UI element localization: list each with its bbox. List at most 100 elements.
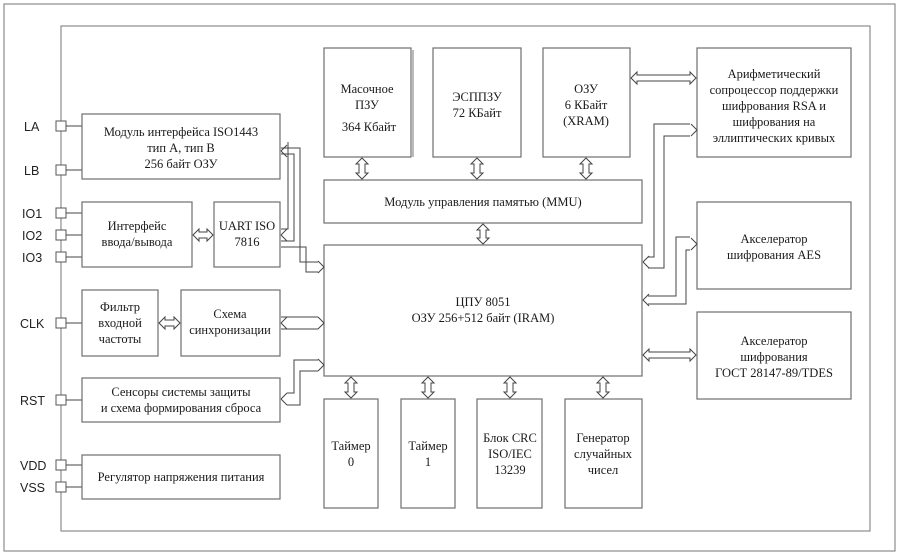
block-filter: Фильтр входной частоты xyxy=(81,289,159,357)
pin-pad-vss xyxy=(55,481,67,493)
pin-label-la: LA xyxy=(24,120,40,134)
pin-label-io2: IO2 xyxy=(22,229,42,243)
pin-pad-vdd xyxy=(55,459,67,471)
bus-eeprom-mmu xyxy=(469,157,485,180)
pin-pad-la xyxy=(55,120,67,132)
svg-text:Сенсоры системы защиты: Сенсоры системы защиты xyxy=(111,385,251,399)
svg-text:Регулятор напряжения питания: Регулятор напряжения питания xyxy=(98,470,265,484)
bus-xram-mmu xyxy=(578,157,594,180)
pin-pad-clk xyxy=(55,317,67,329)
bus-rom-mmu xyxy=(354,157,370,180)
svg-text:UART ISO: UART ISO xyxy=(219,219,275,233)
block-aes: Акселератор шифрования AES xyxy=(696,201,852,290)
block-cpu: ЦПУ 8051 ОЗУ 256+512 байт (IRAM) xyxy=(323,244,643,377)
svg-text:Модуль управления памятью (MMU: Модуль управления памятью (MMU) xyxy=(384,195,581,209)
svg-text:0: 0 xyxy=(348,455,354,469)
block-mmu: Модуль управления памятью (MMU) xyxy=(323,179,643,224)
pins: LA LB IO1 IO2 IO3 CLK xyxy=(20,120,82,495)
block-sensors: Сенсоры системы защиты и схема формирова… xyxy=(81,377,281,423)
svg-text:сопроцессор поддержки: сопроцессор поддержки xyxy=(710,83,839,97)
block-crc: Блок CRC ISO/IEC 13239 xyxy=(476,398,543,509)
svg-text:чисел: чисел xyxy=(588,463,618,477)
svg-text:Генератор: Генератор xyxy=(576,431,629,445)
pin-pad-io1 xyxy=(55,207,67,219)
block-io-interface: Интерфейс ввода/вывода xyxy=(81,201,193,268)
pin-pad-io2 xyxy=(55,229,67,241)
block-timer0: Таймер 0 xyxy=(323,398,379,509)
bus-xram-rsa xyxy=(630,70,697,86)
svg-text:ПЗУ: ПЗУ xyxy=(355,98,379,112)
pin-label-vdd: VDD xyxy=(20,459,46,473)
pin-rst: RST xyxy=(20,394,82,408)
block-eeprom: ЭСППЗУ 72 КБайт xyxy=(432,47,522,158)
pin-io2: IO2 xyxy=(22,229,82,243)
svg-text:синхронизации: синхронизации xyxy=(189,323,271,337)
bus-cpu-rng xyxy=(595,376,611,399)
arrowhead-iso1443 xyxy=(280,144,288,158)
bus-io-uart xyxy=(192,227,214,243)
svg-text:Акселератор: Акселератор xyxy=(740,232,807,246)
arrowhead-cpu-left1 xyxy=(317,260,325,274)
pin-pad-io3 xyxy=(55,251,67,263)
svg-text:Акселератор: Акселератор xyxy=(740,334,807,348)
svg-text:шифрования RSA и: шифрования RSA и xyxy=(722,99,826,113)
pin-vss: VSS xyxy=(20,481,82,495)
svg-text:Таймер: Таймер xyxy=(331,439,370,453)
block-mask-rom: Масочное ПЗУ 364 Кбайт xyxy=(323,47,414,158)
svg-text:частоты: частоты xyxy=(99,332,142,346)
pin-io3: IO3 xyxy=(22,251,82,265)
pin-lb: LB xyxy=(24,164,82,178)
svg-text:и схема формирования сброса: и схема формирования сброса xyxy=(101,401,262,415)
block-rsa-coprocessor: Арифметический сопроцессор поддержки шиф… xyxy=(696,47,852,158)
pin-label-io3: IO3 xyxy=(22,251,42,265)
pin-label-io1: IO1 xyxy=(22,207,42,221)
bus-arrows xyxy=(158,70,698,406)
bus-cpu-gost xyxy=(642,347,697,363)
pin-clk: CLK xyxy=(20,317,82,331)
svg-text:входной: входной xyxy=(98,316,142,330)
block-xram: ОЗУ 6 КБайт (XRAM) xyxy=(542,47,631,158)
svg-text:Масочное: Масочное xyxy=(340,82,394,96)
svg-text:ГОСТ 28147-89/TDES: ГОСТ 28147-89/TDES xyxy=(715,366,833,380)
svg-text:Модуль интерфейса ISO1443: Модуль интерфейса ISO1443 xyxy=(104,125,258,139)
svg-text:Арифметический: Арифметический xyxy=(728,67,821,81)
pin-io1: IO1 xyxy=(22,207,82,221)
svg-text:7816: 7816 xyxy=(235,235,260,249)
bus-cpu-timer1 xyxy=(420,376,436,399)
svg-text:шифрования AES: шифрования AES xyxy=(727,248,821,262)
svg-text:случайных: случайных xyxy=(574,447,633,461)
block-regulator: Регулятор напряжения питания xyxy=(81,454,281,500)
svg-text:ЦПУ 8051: ЦПУ 8051 xyxy=(455,295,510,309)
svg-text:тип А, тип В: тип А, тип В xyxy=(147,141,215,155)
block-iso1443: Модуль интерфейса ISO1443 тип А, тип В 2… xyxy=(81,113,281,180)
pin-label-clk: CLK xyxy=(20,317,45,331)
svg-text:Интерфейс: Интерфейс xyxy=(108,219,167,233)
bus-mmu-cpu xyxy=(475,223,491,245)
svg-text:1: 1 xyxy=(425,455,431,469)
svg-text:Схема: Схема xyxy=(213,307,247,321)
svg-text:ЭСППЗУ: ЭСППЗУ xyxy=(452,90,502,104)
svg-text:6 КБайт: 6 КБайт xyxy=(565,98,608,112)
pin-label-vss: VSS xyxy=(20,481,45,495)
svg-text:ОЗУ: ОЗУ xyxy=(574,82,598,96)
svg-text:шифрования на: шифрования на xyxy=(733,115,816,129)
pin-la: LA xyxy=(24,120,82,134)
block-uart: UART ISO 7816 xyxy=(213,201,281,268)
block-gost: Акселератор шифрования ГОСТ 28147-89/TDE… xyxy=(696,311,852,400)
svg-text:Таймер: Таймер xyxy=(408,439,447,453)
pin-pad-rst xyxy=(55,394,67,406)
svg-text:Блок CRC: Блок CRC xyxy=(483,431,537,445)
pin-label-rst: RST xyxy=(20,394,45,408)
svg-text:(XRAM): (XRAM) xyxy=(563,114,609,128)
bus-filter-sync xyxy=(158,315,181,331)
svg-text:72 КБайт: 72 КБайт xyxy=(453,106,502,120)
bus-cpu-timer0 xyxy=(343,376,359,399)
svg-text:ОЗУ 256+512 байт (IRAM): ОЗУ 256+512 байт (IRAM) xyxy=(412,311,555,325)
bus-cpu-crc xyxy=(502,376,518,399)
svg-text:Фильтр: Фильтр xyxy=(100,300,140,314)
svg-text:256 байт ОЗУ: 256 байт ОЗУ xyxy=(145,157,218,171)
svg-text:эллиптических кривых: эллиптических кривых xyxy=(713,131,836,145)
block-sync: Схема синхронизации xyxy=(180,289,281,357)
svg-text:шифрования: шифрования xyxy=(740,350,808,364)
arrowhead-uart xyxy=(280,228,288,242)
